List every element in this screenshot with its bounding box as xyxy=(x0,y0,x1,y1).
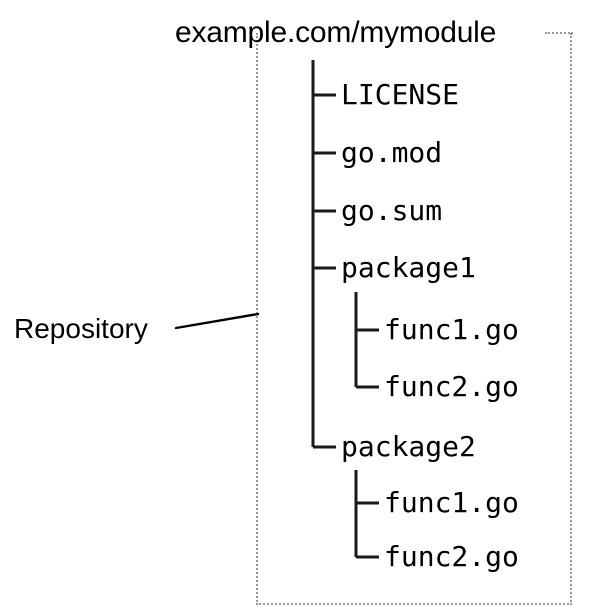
repository-leader-line xyxy=(174,312,260,330)
tree-node-package1-func1: func1.go xyxy=(384,313,519,346)
tree-node-package2: package2 xyxy=(341,430,476,463)
tree-node-go-sum: go.sum xyxy=(341,194,443,227)
module-path-title: example.com/mymodule xyxy=(175,16,497,49)
repository-callout-label: Repository xyxy=(14,313,148,344)
tree-node-package1: package1 xyxy=(341,251,476,284)
tree-node-package2-func2: func2.go xyxy=(384,540,519,573)
tree-node-go-mod: go.mod xyxy=(341,136,443,169)
tree-node-package2-func1: func1.go xyxy=(384,486,519,519)
repository-boundary-top-stub xyxy=(545,32,573,34)
tree-node-license: LICENSE xyxy=(341,78,460,111)
tree-node-package1-func2: func2.go xyxy=(384,370,519,403)
